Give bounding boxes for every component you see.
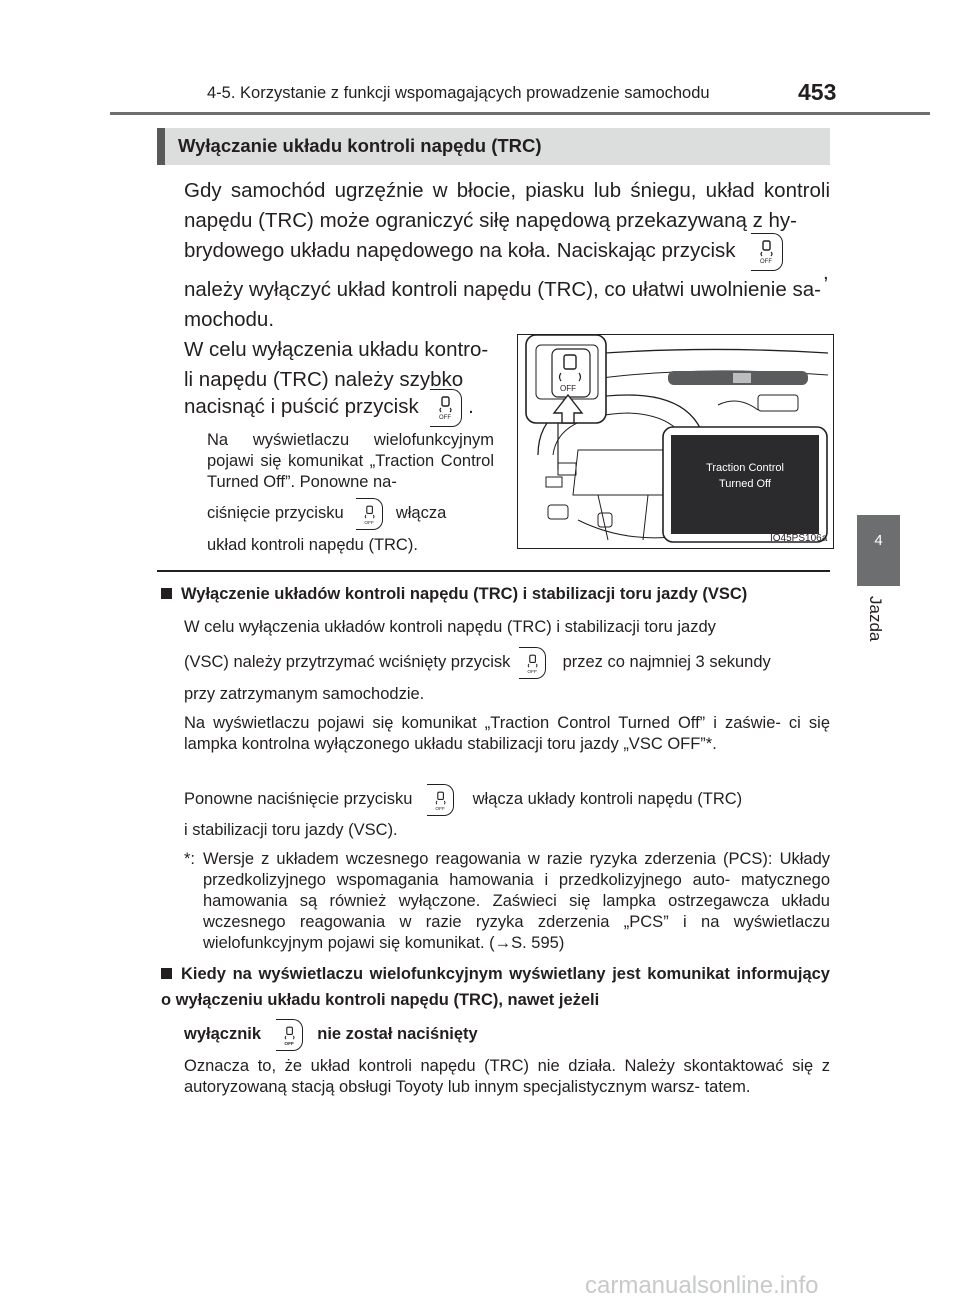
trc-vsc-line-5: Ponowne naciśnięcie przycisku OFF włącza… <box>184 781 830 817</box>
watermark: carmanualsonline.info <box>585 1272 819 1299</box>
intro-comma: , <box>823 261 829 284</box>
header-divider <box>110 112 930 115</box>
note-text-2-end: włącza <box>395 504 447 522</box>
subsection-heading-message: Kiedy na wyświetlaczu wielofunkcyjnym wy… <box>161 961 830 1013</box>
trc-vsc-text-1: W celu wyłączenia układów kontroli napęd… <box>184 618 716 636</box>
chapter-tab <box>857 515 900 586</box>
trc-vsc-text-6: i stabilizacji toru jazdy (VSC). <box>184 821 398 839</box>
left-text-2: li napędu (TRC) należy szybko <box>184 368 464 391</box>
left-text-3: nacisnąć i puścić przycisk <box>184 395 419 418</box>
trc-off-button-icon: OFF <box>751 232 784 271</box>
message-body: Oznacza to, że układ kontroli napędu (TR… <box>184 1057 830 1096</box>
left-text-1: W celu wyłączenia układu kontro- <box>184 338 489 361</box>
running-header-title: 4-5. Korzystanie z funkcji wspomagającyc… <box>207 84 710 102</box>
chapter-number: 4 <box>874 532 883 549</box>
trc-off-button-icon: OFF <box>356 497 384 530</box>
subsection-heading-text: Wyłączenie układów kontroli napędu (TRC)… <box>181 585 748 603</box>
dashboard-drawing: OFF <box>525 335 829 543</box>
page-number: 453 <box>798 79 837 105</box>
left-text-3-end: . <box>468 395 474 418</box>
square-bullet-icon <box>161 588 172 599</box>
trc-off-button-icon: OFF <box>430 388 463 427</box>
trc-vsc-text-2: (VSC) należy przytrzymać wciśnięty przyc… <box>184 653 511 671</box>
note-text-3: układ kontroli napędu (TRC). <box>207 536 418 554</box>
dashboard-illustration: OFF Traction Control Turned Off <box>517 334 834 549</box>
intro-text-2: brydowego układu napędowego na koła. Nac… <box>184 239 736 262</box>
display-message-line1: Traction Control <box>706 462 784 474</box>
subsection-heading-trc-vsc: Wyłączenie układów kontroli napędu (TRC)… <box>161 581 830 607</box>
message-heading-text-2: wyłącznik <box>184 1025 262 1043</box>
trc-vsc-text-5: Ponowne naciśnięcie przycisku <box>184 790 413 808</box>
note-text-2: ciśnięcie przycisku <box>207 504 344 522</box>
svg-text:OFF: OFF <box>760 259 772 265</box>
svg-text:OFF: OFF <box>439 415 451 421</box>
trc-vsc-text-2-end: przez co najmniej 3 sekundy <box>562 653 771 671</box>
section-heading-box <box>157 128 830 165</box>
square-bullet-icon <box>161 968 172 979</box>
intro-paragraph-4: mochodu. <box>184 308 275 331</box>
display-message-line2: Turned Off <box>719 478 771 490</box>
note-text-1: Na wyświetlaczu wielofunkcyjnym pojawi s… <box>207 431 494 491</box>
inset-button-label: OFF <box>560 384 576 393</box>
footnote-text: Wersje z układem wczesnego reagowania w … <box>203 850 830 952</box>
footnote: Wersje z układem wczesnego reagowania w … <box>203 849 830 954</box>
svg-text:OFF: OFF <box>284 1040 294 1046</box>
trc-vsc-text-4: Na wyświetlaczu pojawi się komunikat „Tr… <box>184 714 830 753</box>
note-line-2: ciśnięcie przycisku OFF włącza <box>207 496 494 530</box>
trc-off-button-icon: OFF <box>275 1018 303 1051</box>
trc-off-button-icon: OFF <box>518 646 546 679</box>
svg-text:OFF: OFF <box>365 519 375 525</box>
subsection-divider <box>157 570 830 572</box>
figure-code: IO45PS106a <box>770 533 828 544</box>
trc-off-button-icon: OFF <box>426 783 454 816</box>
message-heading-line-2: wyłącznik OFF nie został naciśnięty <box>184 1016 830 1052</box>
intro-text-3: należy wyłączyć układ kontroli napędu (T… <box>184 278 821 301</box>
footnote-mark: *: <box>184 850 196 868</box>
intro-paragraph-2: brydowego układu napędowego na koła. Nac… <box>184 232 830 271</box>
intro-paragraph-1: Gdy samochód ugrzęźnie w błocie, piasku … <box>184 179 830 232</box>
svg-text:OFF: OFF <box>435 805 445 811</box>
trc-vsc-text-3: przy zatrzymanym samochodzie. <box>184 685 425 703</box>
footnote-reference: →S. 595) <box>494 934 565 952</box>
chapter-label: Jazda <box>866 596 885 642</box>
intro-paragraph-3: należy wyłączyć układ kontroli napędu (T… <box>184 275 830 305</box>
section-title: Wyłączanie układu kontroli napędu (TRC) <box>178 135 542 156</box>
message-heading-text-2-end: nie został naciśnięty <box>317 1025 478 1043</box>
svg-text:OFF: OFF <box>527 668 537 674</box>
section-heading-bar <box>157 128 165 165</box>
trc-vsc-line-2: (VSC) należy przytrzymać wciśnięty przyc… <box>184 644 830 680</box>
trc-vsc-text-5-end: włącza układy kontroli napędu (TRC) <box>472 790 743 808</box>
message-heading-text: Kiedy na wyświetlaczu wielofunkcyjnym wy… <box>161 965 830 1009</box>
left-text-3-line: nacisnąć i puścić przycisk OFF . <box>184 388 504 427</box>
